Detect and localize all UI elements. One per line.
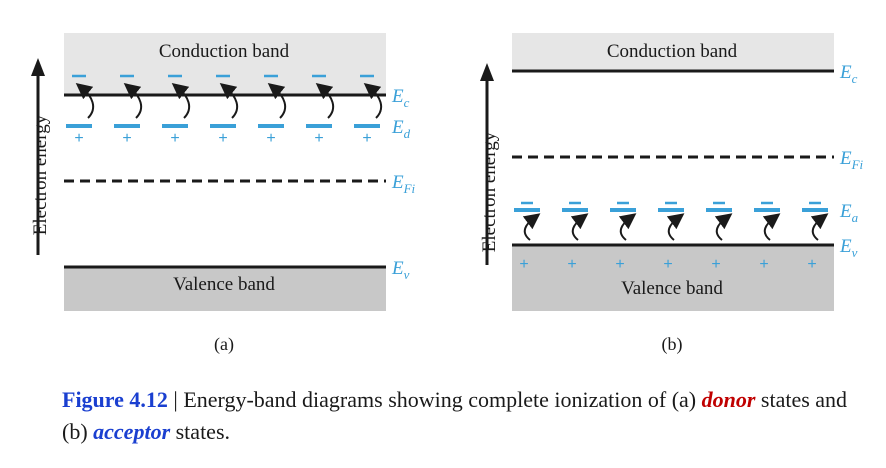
hole-plus-b: +	[711, 256, 720, 273]
ionization-arrow-a	[171, 82, 191, 119]
ionization-arrow-b	[522, 213, 541, 241]
efi-label-b: EFi	[839, 148, 864, 172]
ionization-arrow-b	[810, 213, 829, 241]
valence-band-region-a	[64, 267, 386, 311]
ionization-arrow-b	[570, 213, 589, 241]
caption-acceptor: acceptor	[93, 419, 171, 444]
hole-plus-b: +	[519, 256, 528, 273]
ed-label-a: Ed	[391, 117, 411, 141]
valence-band-label-a: Valence band	[173, 274, 275, 295]
ionization-arrow-a	[315, 82, 335, 119]
ionization-arrow-b	[762, 213, 781, 241]
ionized-donor-plus-a: +	[74, 130, 83, 147]
valence-band-label-b: Valence band	[621, 278, 723, 299]
hole-plus-b: +	[567, 256, 576, 273]
axis-label-a: Electron energy	[30, 114, 51, 235]
panel-a: Electron energy Conduction band Ec Ed ++…	[30, 33, 416, 355]
ionization-arrow-b	[666, 213, 685, 241]
hole-plus-b: +	[663, 256, 672, 273]
ev-label-b: Ev	[839, 236, 858, 260]
energy-band-diagram: Electron energy Conduction band Ec Ed ++…	[30, 33, 864, 355]
ionization-arrow-a	[219, 82, 239, 119]
caption-donor: donor	[701, 387, 756, 412]
valence-band-region-b	[512, 245, 834, 311]
figure-number: Figure 4.12	[62, 387, 168, 412]
conduction-band-label-b: Conduction band	[607, 41, 738, 62]
panel-label-a: (a)	[214, 334, 234, 355]
energy-axis-arrow-b	[480, 63, 494, 265]
hole-plus-b: +	[615, 256, 624, 273]
ionization-arrows-b	[522, 213, 829, 241]
hole-plus-b: +	[759, 256, 768, 273]
ionization-arrow-a	[267, 82, 287, 119]
caption-text-3: states.	[170, 419, 231, 444]
ec-label-b: Ec	[839, 62, 858, 86]
efi-label-a: EFi	[391, 172, 416, 196]
conduction-band-region-b	[512, 33, 834, 71]
ionization-arrow-a	[363, 82, 383, 119]
ionized-donor-plus-a: +	[362, 130, 371, 147]
ionization-arrow-b	[714, 213, 733, 241]
ionization-arrow-a	[123, 82, 143, 119]
hole-plus-b: +	[807, 256, 816, 273]
caption-text-1: Energy-band diagrams showing complete io…	[183, 387, 702, 412]
ionized-donor-plus-a: +	[314, 130, 323, 147]
ionization-arrow-a	[75, 82, 95, 119]
ionized-donor-plus-a: +	[122, 130, 131, 147]
holes-b: + + + + + + +	[519, 256, 816, 273]
panel-label-b: (b)	[662, 334, 683, 355]
ionized-donor-plus-a: +	[170, 130, 179, 147]
caption-text-2: states and (b)	[62, 387, 848, 444]
ionized-donor-plus-a: +	[266, 130, 275, 147]
ev-label-a: Ev	[391, 258, 410, 282]
ionized-donors-a: + + + + + + +	[74, 130, 371, 147]
ea-label-b: Ea	[839, 201, 859, 225]
ec-label-a: Ec	[391, 86, 410, 110]
ionization-arrows-a	[75, 82, 383, 119]
conduction-band-label-a: Conduction band	[159, 41, 290, 62]
axis-label-b: Electron energy	[479, 131, 500, 252]
figure-caption: Figure 4.12 | Energy-band diagrams showi…	[62, 384, 862, 448]
energy-axis-arrow-a	[31, 58, 45, 255]
panel-b: Electron energy Conduction band Ec EFi E…	[479, 33, 864, 355]
ionized-donor-plus-a: +	[218, 130, 227, 147]
caption-separator: |	[167, 387, 184, 412]
ionization-arrow-b	[618, 213, 637, 241]
